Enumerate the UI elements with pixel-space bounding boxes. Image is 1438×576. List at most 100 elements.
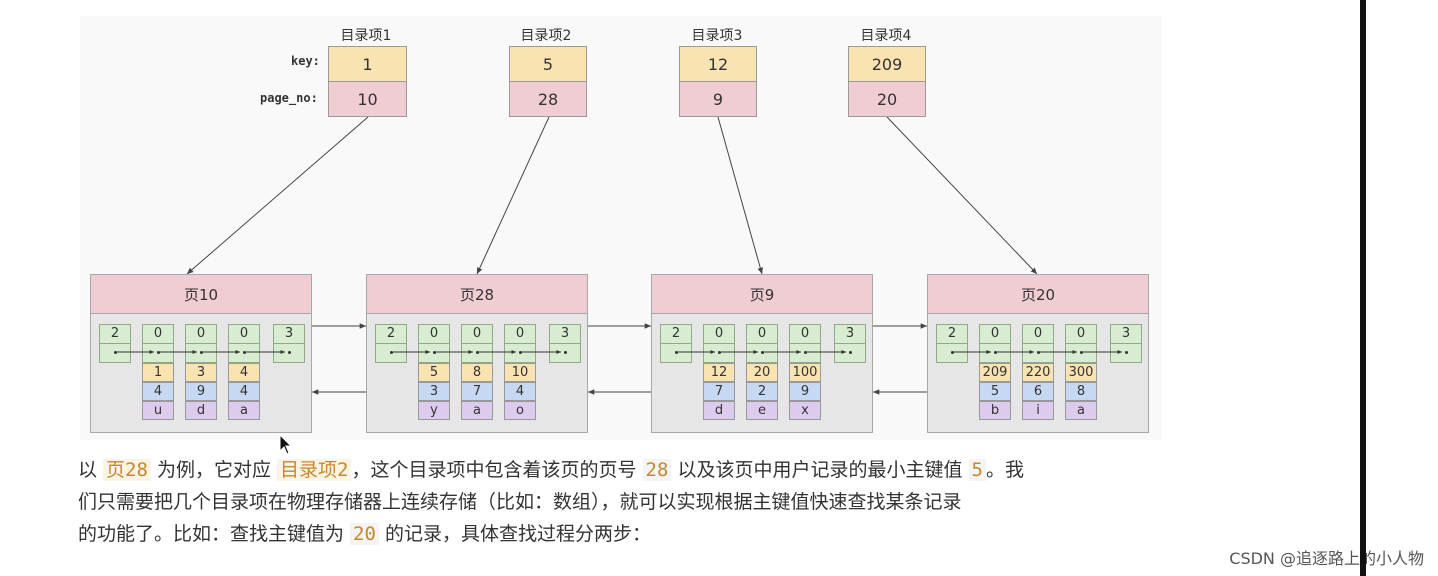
- text-segment: 。我: [985, 459, 1024, 481]
- slot-value: 0: [1023, 325, 1053, 344]
- slot-value: 0: [980, 325, 1010, 344]
- record-1-col-3: b: [979, 401, 1011, 420]
- record-2-col-3: e: [746, 401, 778, 420]
- window-edge-bar: [1360, 0, 1366, 576]
- slot-value: 0: [505, 325, 535, 344]
- record-header: 0: [1065, 324, 1097, 363]
- record-2-col-1: 20: [746, 363, 778, 382]
- next-pointer: [143, 344, 173, 362]
- directory-title-4: 目录项4: [860, 28, 912, 44]
- code-5: 5: [968, 459, 986, 481]
- next-pointer: [704, 344, 734, 362]
- highlight-page-28: 页28: [103, 459, 151, 481]
- directory-to-page-arrow-3: [717, 116, 763, 275]
- infimum-slot: 2: [99, 324, 131, 363]
- record-1-col-3: d: [703, 401, 735, 420]
- slot-value: 0: [1066, 325, 1096, 344]
- record-2-col-3: d: [185, 401, 217, 420]
- record-header: 0: [703, 324, 735, 363]
- infimum-slot: 2: [660, 324, 692, 363]
- next-pointer: [835, 344, 865, 362]
- supremum-slot: 3: [549, 324, 581, 363]
- watermark: CSDN @追逐路上的小人物: [1229, 549, 1424, 568]
- record-2-col-2: 9: [185, 382, 217, 401]
- directory-page-no-2: 28: [509, 81, 587, 117]
- next-pointer: [1066, 344, 1096, 362]
- paragraph-line-2: 们只需要把几个目录项在物理存储器上连续存储（比如：数组），就可以实现根据主键值快…: [78, 491, 962, 513]
- slot-value: 3: [550, 325, 580, 344]
- record-3-col-1: 10: [504, 363, 536, 382]
- directory-to-page-arrow-4: [886, 116, 1038, 275]
- next-pointer: [100, 344, 130, 362]
- next-pointer: [1023, 344, 1053, 362]
- record-header: 0: [185, 324, 217, 363]
- slot-value: 0: [462, 325, 492, 344]
- slot-value: 2: [376, 325, 406, 344]
- record-3-col-1: 100: [789, 363, 821, 382]
- record-2-col-3: a: [461, 401, 493, 420]
- paragraph-line-1: 以 页28 为例，它对应 目录项2，这个目录项中包含着该页的页号 28 以及该页…: [78, 454, 1168, 486]
- next-pointer: [661, 344, 691, 362]
- record-2-col-1: 220: [1022, 363, 1054, 382]
- directory-to-page-arrow-2: [476, 116, 550, 275]
- record-1-col-2: 5: [979, 382, 1011, 401]
- slot-value: 0: [229, 325, 259, 344]
- record-header: 0: [504, 324, 536, 363]
- next-pointer: [419, 344, 449, 362]
- row-label-key: key:: [291, 54, 320, 68]
- record-header: 0: [746, 324, 778, 363]
- text-segment: 的记录，具体查找过程分两步：: [378, 523, 651, 545]
- record-1-col-1: 5: [418, 363, 450, 382]
- page-title: 页20: [928, 275, 1148, 314]
- next-pointer: [186, 344, 216, 362]
- slot-value: 0: [143, 325, 173, 344]
- next-pointer: [937, 344, 967, 362]
- record-header: 0: [979, 324, 1011, 363]
- record-3-col-2: 4: [504, 382, 536, 401]
- code-28: 28: [642, 459, 672, 481]
- record-3-col-1: 4: [228, 363, 260, 382]
- directory-key-4: 209: [848, 46, 926, 82]
- page-title: 页10: [91, 275, 311, 314]
- text-segment: 的功能了。比如：查找主键值为: [78, 523, 351, 545]
- record-header: 0: [418, 324, 450, 363]
- record-header: 0: [1022, 324, 1054, 363]
- page-title: 页9: [652, 275, 872, 314]
- record-1-col-2: 4: [142, 382, 174, 401]
- slot-value: 2: [100, 325, 130, 344]
- explanation-paragraph: 以 页28 为例，它对应 目录项2，这个目录项中包含着该页的页号 28 以及该页…: [78, 454, 1168, 550]
- directory-key-2: 5: [509, 46, 587, 82]
- record-1-col-2: 3: [418, 382, 450, 401]
- record-2-col-1: 3: [185, 363, 217, 382]
- supremum-slot: 3: [834, 324, 866, 363]
- record-3-col-1: 300: [1065, 363, 1097, 382]
- directory-key-3: 12: [679, 46, 757, 82]
- infimum-slot: 2: [936, 324, 968, 363]
- record-3-col-3: o: [504, 401, 536, 420]
- directory-page-no-4: 20: [848, 81, 926, 117]
- next-pointer: [505, 344, 535, 362]
- record-3-col-3: a: [1065, 401, 1097, 420]
- directory-title-1: 目录项1: [340, 28, 392, 44]
- record-1-col-2: 7: [703, 382, 735, 401]
- directory-key-1: 1: [328, 46, 407, 82]
- record-2-col-1: 8: [461, 363, 493, 382]
- next-pointer: [376, 344, 406, 362]
- slot-value: 0: [186, 325, 216, 344]
- supremum-slot: 3: [273, 324, 305, 363]
- slot-value: 3: [835, 325, 865, 344]
- directory-to-page-arrow-1: [186, 116, 369, 275]
- next-pointer: [462, 344, 492, 362]
- next-pointer: [747, 344, 777, 362]
- text-segment: 以: [78, 459, 104, 481]
- mouse-pointer-icon: [279, 434, 293, 455]
- paragraph-line-3: 的功能了。比如：查找主键值为 20 的记录，具体查找过程分两步：: [78, 518, 1168, 550]
- page-title: 页28: [367, 275, 587, 314]
- directory-title-2: 目录项2: [520, 28, 572, 44]
- code-20: 20: [350, 523, 379, 545]
- slot-value: 3: [1111, 325, 1141, 344]
- next-pointer: [790, 344, 820, 362]
